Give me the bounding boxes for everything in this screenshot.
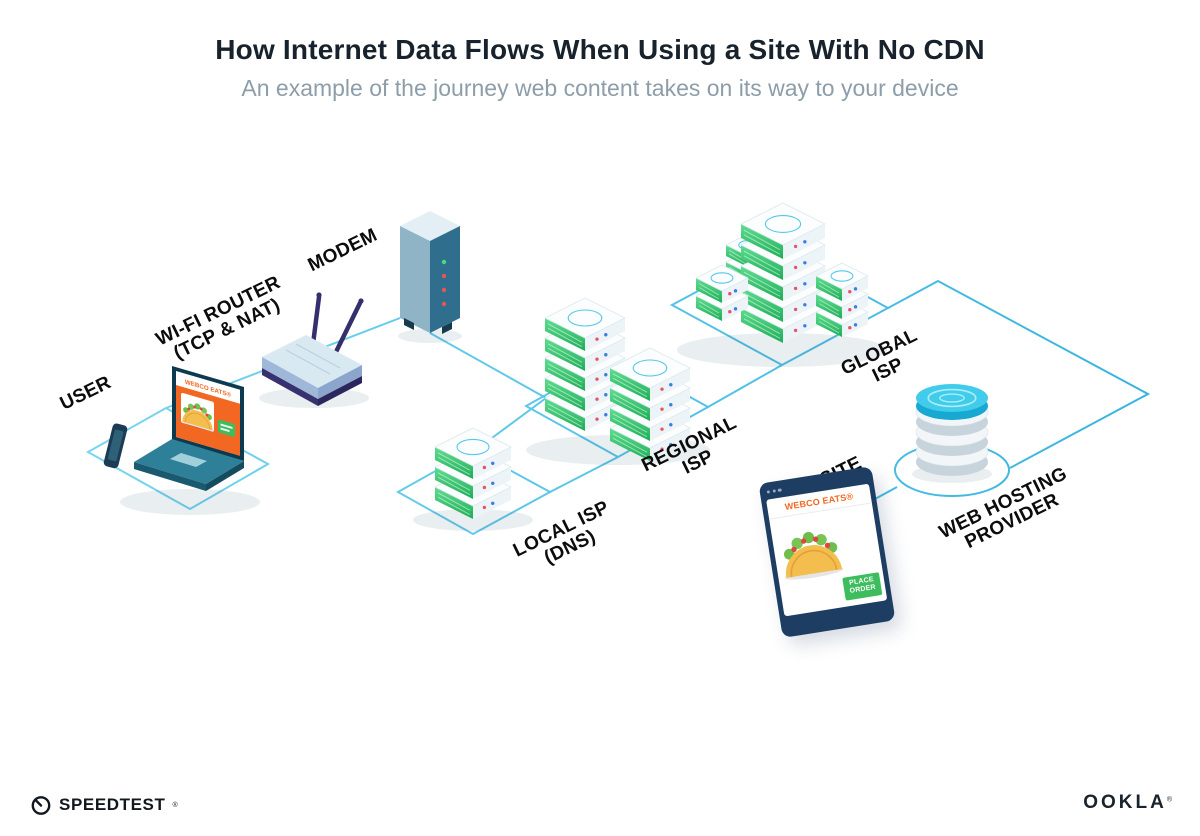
global-isp-server-stack-right <box>815 262 869 337</box>
global-isp-server-stack-main <box>740 202 826 343</box>
modem-led-green <box>441 259 447 265</box>
place-order-button: PLACE ORDER <box>842 571 883 601</box>
ookla-logo: OOKLA® <box>1083 792 1172 814</box>
laptop-trackpad <box>170 453 207 467</box>
header: How Internet Data Flows When Using a Sit… <box>0 34 1200 102</box>
window-dot-icon <box>772 489 776 493</box>
modem-led-red <box>441 273 447 279</box>
trademark-symbol: ® <box>172 801 178 809</box>
local-isp-server-stack <box>434 427 512 519</box>
page-subtitle: An example of the journey web content ta… <box>241 75 959 101</box>
modem-device <box>400 211 460 334</box>
website-page: WEBCO EATS® PLACE ORDER <box>766 483 888 617</box>
global-isp-server-stack-front-left <box>695 264 749 321</box>
isp-server-stacks <box>434 202 869 519</box>
user-laptop-device: WEBCO EATS® <box>103 366 244 491</box>
laptop-screen-content: WEBCO EATS® <box>176 371 240 456</box>
window-dot-icon <box>766 490 771 494</box>
ookla-wordmark: OOKLA <box>1083 792 1167 813</box>
wifi-router-device <box>262 292 364 406</box>
laptop-order-badge <box>218 419 235 437</box>
router-antenna <box>331 300 363 359</box>
window-dot-icon <box>777 488 782 492</box>
web-hosting-database <box>915 384 989 476</box>
speedtest-gauge-icon <box>31 796 51 815</box>
taco-icon <box>777 526 845 583</box>
website-hero: PLACE ORDER <box>769 503 887 615</box>
smartphone <box>103 423 128 469</box>
speedtest-wordmark: SPEEDTEST <box>59 795 166 814</box>
modem-led-red <box>441 301 447 307</box>
page-title: How Internet Data Flows When Using a Sit… <box>215 34 985 65</box>
speedtest-logo: SPEEDTEST ® <box>30 794 178 816</box>
website-window: WEBCO EATS® PLACE ORDER <box>758 466 896 638</box>
regional-isp-server-stack-front <box>609 347 691 461</box>
modem-led-red <box>441 287 447 293</box>
regional-isp-server-stack-back <box>544 297 626 431</box>
trademark-symbol: ® <box>1166 796 1172 804</box>
footer: SPEEDTEST® OOKLA® <box>0 778 1200 836</box>
